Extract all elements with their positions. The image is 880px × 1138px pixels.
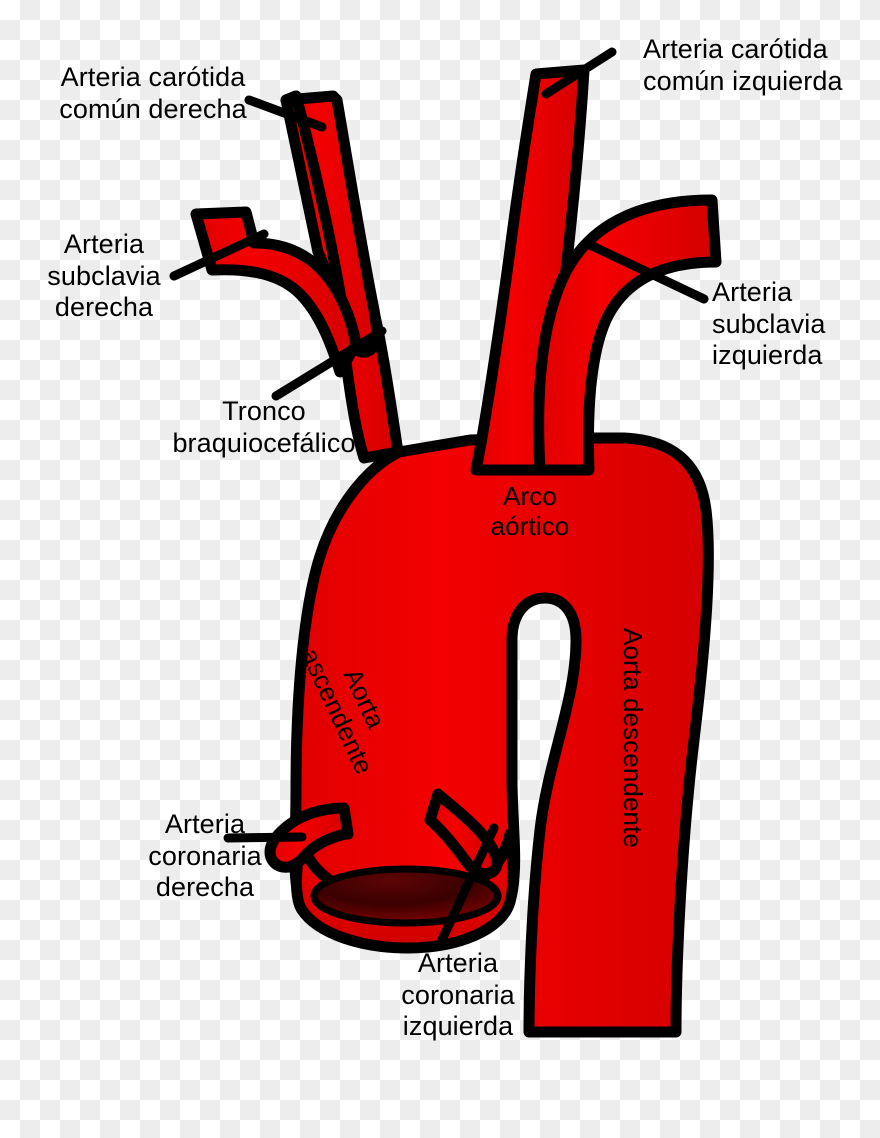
right-common-carotid-artery (280, 90, 383, 358)
label-right-subclavian: Arteria subclavia derecha (47, 229, 161, 323)
label-left-coronary: Arteria coronaria izquierda (401, 948, 515, 1042)
leader-lines (169, 47, 709, 949)
label-left-common-carotid: Arteria carótida común izquierda (643, 34, 843, 96)
leader-right-common-carotid (244, 95, 327, 132)
label-left-subclavian: Arteria subclavia izquierda (712, 277, 826, 371)
leader-left-common-carotid (541, 47, 617, 99)
leader-left-coronary (435, 823, 499, 949)
leader-right-subclavian (169, 229, 269, 281)
leader-left-subclavian (583, 239, 709, 304)
leader-right-coronary (223, 832, 307, 843)
label-aortic-arch: Arco aórtico (490, 481, 570, 542)
label-right-coronary: Arteria coronaria derecha (148, 809, 262, 903)
right-coronary-artery (264, 802, 354, 873)
label-right-common-carotid: Arteria carótida común derecha (59, 62, 247, 124)
leader-brachiocephalic-trunk (271, 326, 387, 401)
left-subclavian-artery (533, 194, 722, 476)
label-brachiocephalic-trunk: Tronco braquiocefálico (172, 396, 356, 458)
vessel-group (190, 64, 722, 1038)
label-descending-aorta: Aorta descendente (618, 628, 648, 848)
